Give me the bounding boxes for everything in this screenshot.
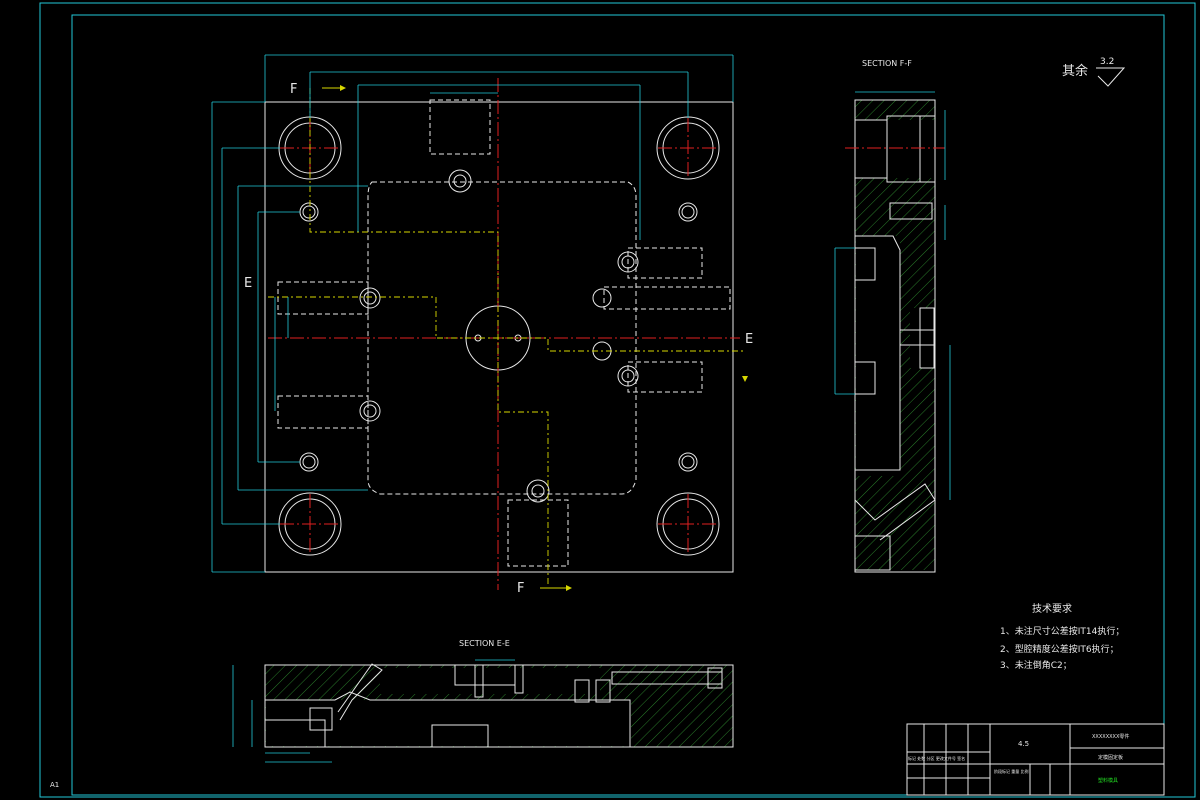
sheet-size: A1	[50, 781, 59, 789]
section-ee-view: SECTION E-E	[232, 639, 734, 763]
note-item-2: 2、型腔精度公差按IT6执行；	[1000, 643, 1119, 655]
roughness-symbol	[1096, 67, 1126, 87]
section-ff-view: SECTION F-F 其余 3.2	[834, 57, 1126, 573]
drawing-name: XXXXXXXX零件	[1092, 733, 1129, 740]
sign-row: 标记 处数 分区 更改文件号 签名	[908, 755, 965, 761]
guide-pillar-holes	[278, 116, 720, 556]
note-item-1: 1、未注尺寸公差按IT14执行；	[1000, 625, 1124, 637]
stage-row: 阶段标记 重量 比例	[994, 768, 1029, 774]
title-block: 4.5 XXXXXXXX零件 定模固定板 塑料模具 标记 处数 分区 更改文件号…	[906, 723, 1165, 796]
cut-label-e-right: E	[745, 332, 753, 347]
notes-title: 技术要求	[1032, 602, 1072, 615]
note-item-3: 3、未注倒角C2；	[1000, 659, 1072, 671]
cut-label-f-top: F	[290, 82, 297, 97]
cut-label-e-left: E	[244, 276, 252, 291]
roughness-value: 3.2	[1100, 57, 1114, 67]
plan-view: F F E E	[211, 54, 753, 596]
roughness-label: 其余	[1062, 63, 1088, 79]
inner-frame	[71, 14, 1165, 796]
technical-notes: 技术要求 1、未注尺寸公差按IT14执行； 2、型腔精度公差按IT6执行； 3、…	[1000, 602, 1124, 671]
material-name: 塑料模具	[1098, 777, 1118, 784]
scale-note: 4.5	[1018, 740, 1029, 748]
cut-label-f-bottom: F	[517, 581, 524, 596]
section-ee-title: SECTION E-E	[459, 639, 510, 648]
part-name: 定模固定板	[1098, 754, 1123, 761]
section-ff-title: SECTION F-F	[862, 59, 912, 68]
outer-frame	[39, 2, 1196, 798]
